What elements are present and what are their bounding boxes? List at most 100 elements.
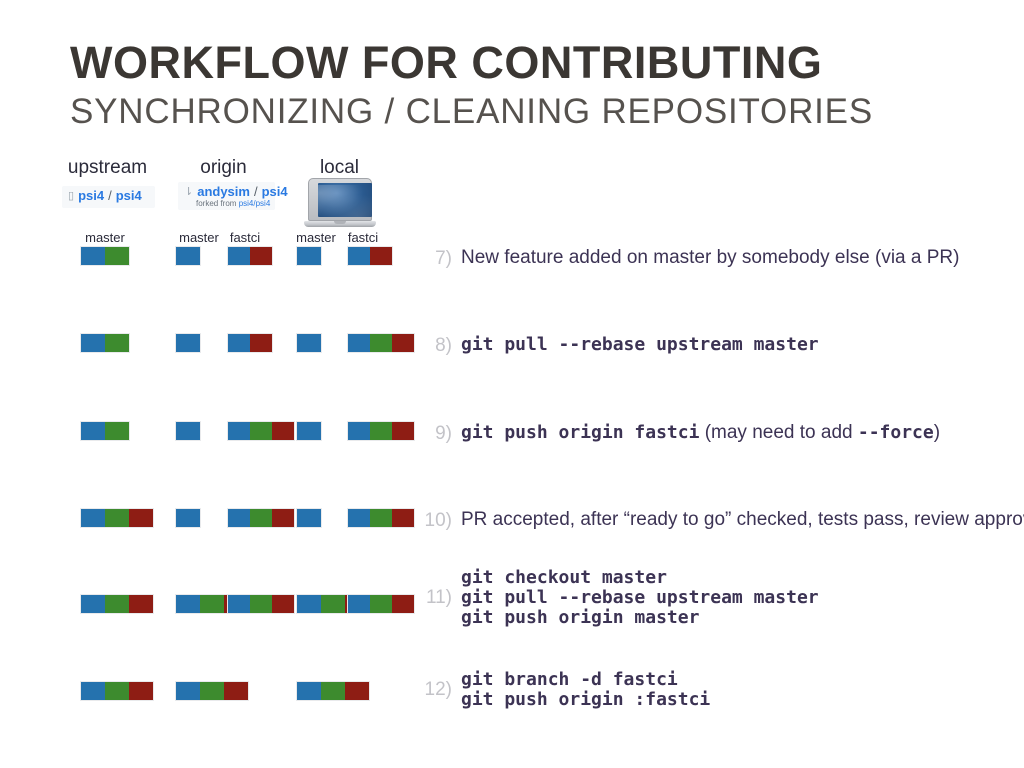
repo-icon: ▯ xyxy=(68,189,75,202)
commit-segment-blue xyxy=(228,422,250,440)
commit-segment-green xyxy=(200,682,224,700)
commit-segment-blue xyxy=(297,682,321,700)
commit-segment-green xyxy=(250,509,272,527)
branch-label-local-fastci: fastci xyxy=(347,230,379,245)
commit-segment-blue xyxy=(348,595,370,613)
commit-bar-origin-master-row-8 xyxy=(175,333,201,353)
step-text: New feature added on master by somebody … xyxy=(461,247,960,268)
commit-bar-local-master-row-9 xyxy=(296,421,322,441)
step-10: 10) PR accepted, after “ready to go” chec… xyxy=(420,510,1024,532)
commit-segment-green xyxy=(370,509,392,527)
title-block: WORKFLOW FOR CONTRIBUTING SYNCHRONIZING … xyxy=(70,40,990,132)
commit-segment-red xyxy=(370,247,392,265)
commit-segment-blue xyxy=(297,509,321,527)
commit-segment-blue xyxy=(176,422,200,440)
commit-segment-green xyxy=(370,422,392,440)
step-number: 12) xyxy=(424,678,452,700)
commit-segment-green xyxy=(105,247,129,265)
repo-separator-upstream: / xyxy=(108,188,112,203)
git-command: git pull --rebase upstream master xyxy=(461,586,819,608)
commit-segment-blue xyxy=(176,509,200,527)
commit-segment-red xyxy=(392,422,414,440)
commit-bar-upstream-master-row-10 xyxy=(80,508,154,528)
commit-bar-upstream-master-row-11 xyxy=(80,594,154,614)
step-number: 11) xyxy=(425,586,452,608)
step-content: PR accepted, after “ready to go” checked… xyxy=(461,510,1024,530)
step-note-suffix: ) xyxy=(933,422,941,443)
git-command: git push origin fastci xyxy=(461,422,700,443)
column-header-origin: origin xyxy=(200,157,247,178)
step-number: 10) xyxy=(424,510,452,531)
column-header-local: local xyxy=(319,157,360,178)
commit-bar-upstream-master-row-9 xyxy=(80,421,130,441)
commit-segment-blue xyxy=(228,595,250,613)
page-title: WORKFLOW FOR CONTRIBUTING xyxy=(70,37,823,88)
repo-badge-upstream[interactable]: ▯ psi4 / psi4 xyxy=(62,186,155,208)
step-content: git push origin fastci (may need to add … xyxy=(461,423,940,443)
page-subtitle: SYNCHRONIZING / CLEANING REPOSITORIES xyxy=(70,92,873,131)
commit-bar-origin-master-row-10 xyxy=(175,508,201,528)
commit-segment-red xyxy=(272,595,294,613)
commit-segment-blue xyxy=(297,247,321,265)
commit-segment-red xyxy=(272,422,294,440)
commit-segment-red xyxy=(129,682,153,700)
step-content: New feature added on master by somebody … xyxy=(461,248,959,268)
commit-segment-red xyxy=(345,682,369,700)
commit-segment-blue xyxy=(348,509,370,527)
step-text: PR accepted, after “ready to go” checked… xyxy=(461,509,1024,530)
commit-bar-local-fastci-row-9 xyxy=(347,421,415,441)
step-note-flag: --force xyxy=(857,422,934,443)
commit-segment-blue xyxy=(176,595,200,613)
git-command: git pull --rebase upstream master xyxy=(461,334,819,355)
commit-bar-origin-master-row-12 xyxy=(175,681,249,701)
commit-segment-blue xyxy=(81,595,105,613)
commit-bar-upstream-master-row-7 xyxy=(80,246,130,266)
commit-segment-red xyxy=(224,682,248,700)
repo-badge-origin[interactable]: ⇂ andysim / psi4 forked from psi4/psi4 xyxy=(178,182,288,210)
commit-segment-green xyxy=(105,334,129,352)
commit-segment-red xyxy=(272,509,294,527)
laptop-screen xyxy=(318,183,372,217)
repo-owner-origin: andysim xyxy=(197,184,250,199)
commit-segment-green xyxy=(370,595,392,613)
laptop-icon xyxy=(304,178,376,230)
step-8: 8) git pull --rebase upstream master xyxy=(420,335,819,357)
repo-name-upstream: psi4 xyxy=(115,188,142,203)
forked-from-link[interactable]: psi4/psi4 xyxy=(238,199,271,209)
commit-segment-red xyxy=(392,334,414,352)
commit-segment-blue xyxy=(176,334,200,352)
commit-segment-blue xyxy=(228,334,250,352)
repo-owner-upstream: psi4 xyxy=(78,188,105,203)
commit-bar-local-master-row-10 xyxy=(296,508,322,528)
commit-bar-local-fastci-row-11 xyxy=(347,594,415,614)
commit-bar-upstream-master-row-12 xyxy=(80,681,154,701)
branch-label-local-master: master xyxy=(296,230,336,245)
commit-segment-red xyxy=(392,509,414,527)
commit-bar-origin-master-row-9 xyxy=(175,421,201,441)
commit-segment-green xyxy=(105,509,129,527)
repo-forked-from: forked from psi4/psi4 xyxy=(184,199,271,209)
git-command: git push origin :fastci xyxy=(461,688,711,710)
git-command: git branch -d fastci xyxy=(461,669,678,690)
commit-segment-blue xyxy=(176,682,200,700)
commit-segment-green xyxy=(105,422,129,440)
repo-name-origin: psi4 xyxy=(261,184,288,199)
step-content: git pull --rebase upstream master xyxy=(461,335,819,355)
commit-segment-blue xyxy=(348,334,370,352)
commit-bar-origin-fastci-row-11 xyxy=(227,594,295,614)
commit-bar-local-master-row-12 xyxy=(296,681,370,701)
git-command: git push origin master xyxy=(461,606,700,628)
commit-segment-green xyxy=(250,595,272,613)
column-header-upstream: upstream xyxy=(67,157,148,178)
commit-segment-red xyxy=(129,509,153,527)
commit-segment-blue xyxy=(81,422,105,440)
commit-segment-blue xyxy=(176,247,200,265)
commit-segment-blue xyxy=(81,334,105,352)
commit-segment-green xyxy=(321,682,345,700)
step-number: 8) xyxy=(435,335,452,356)
commit-segment-blue xyxy=(81,682,105,700)
forked-from-label: forked from xyxy=(196,199,237,209)
commit-segment-blue xyxy=(228,509,250,527)
